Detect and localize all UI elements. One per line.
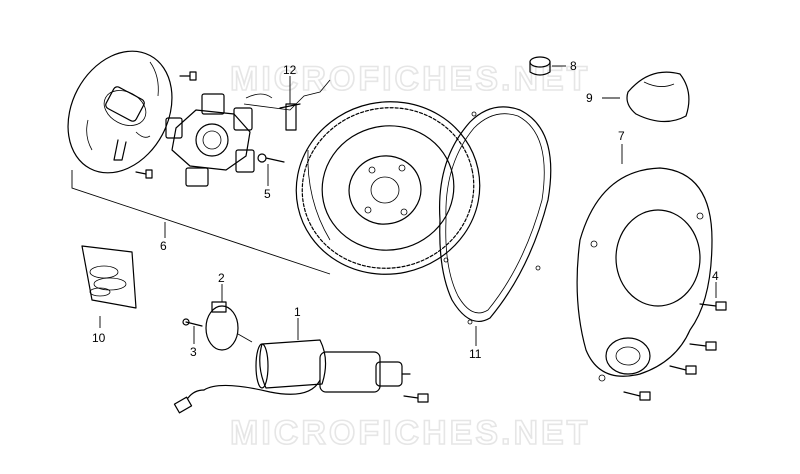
callout-9: 9 xyxy=(586,91,593,105)
watermark-top: MICROFICHES.NET xyxy=(230,60,590,98)
callout-2: 2 xyxy=(218,271,225,285)
gasket-kit xyxy=(81,245,137,309)
callout-12: 12 xyxy=(283,63,297,77)
watermark-bottom: MICROFICHES.NET xyxy=(230,414,590,452)
callout-11: 11 xyxy=(469,347,482,361)
callout-10: 10 xyxy=(92,331,106,345)
stator-coil-assembly xyxy=(165,79,331,187)
screw-upper-plate xyxy=(179,71,197,81)
cover-bolts xyxy=(623,301,727,401)
rubber-plug xyxy=(529,56,551,76)
clamp-screw xyxy=(182,318,203,327)
stator-base-plate xyxy=(67,50,173,174)
screw-lower-plate xyxy=(135,169,153,179)
callout-8: 8 xyxy=(570,59,577,73)
flywheel-ring-gear xyxy=(295,101,481,275)
callout-3: 3 xyxy=(190,345,197,359)
callout-5: 5 xyxy=(264,187,271,201)
sealant-pouch xyxy=(626,71,690,123)
starter-motor xyxy=(173,333,411,414)
pickup-bracket xyxy=(279,103,301,131)
leader-lines xyxy=(99,65,717,346)
screw-5 xyxy=(257,153,285,163)
callout-7: 7 xyxy=(618,129,625,143)
starter-clamp xyxy=(205,301,239,351)
starter-screw xyxy=(403,393,429,403)
magneto-cover xyxy=(576,167,713,382)
cover-gasket xyxy=(438,106,552,325)
group-6-bracket xyxy=(71,170,331,275)
callout-1: 1 xyxy=(294,305,301,319)
callout-4: 4 xyxy=(712,269,719,283)
callout-6: 6 xyxy=(160,239,167,253)
